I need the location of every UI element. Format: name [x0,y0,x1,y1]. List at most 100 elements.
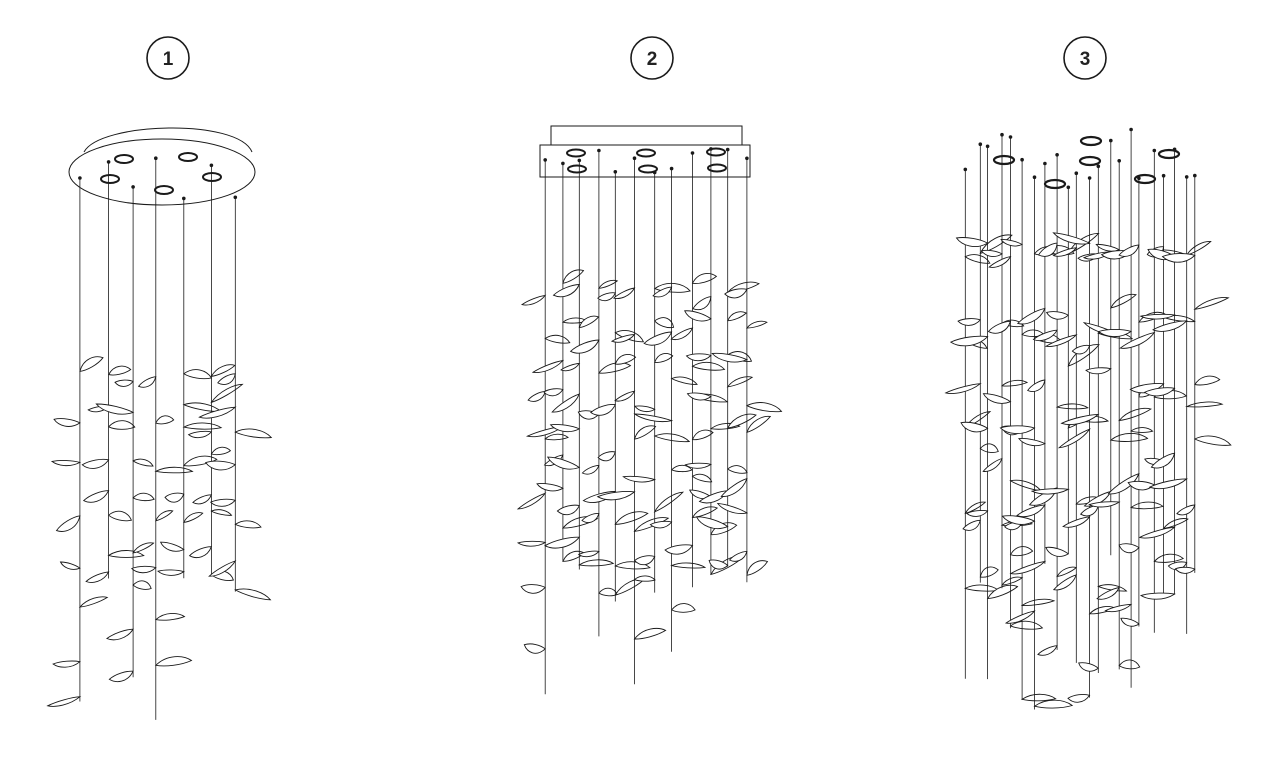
variant-1-leaf [198,406,237,419]
variant-2-leaf [614,390,636,402]
variant-2-group: 2 [516,36,783,695]
variant-1-leaf [132,542,155,554]
variant-3-leaf [1009,479,1042,492]
variant-1-wire-anchor [209,163,214,168]
variant-2-leaf [581,464,600,475]
variant-2-leaf [560,363,581,372]
variant-3-leaf [982,457,1003,472]
variant-1-pendant [81,160,145,583]
variant-1-leaf [130,565,157,574]
variant-2-leaf [685,353,712,362]
variant-2-pendants [516,147,783,695]
variant-3-wire-anchor [1129,127,1133,132]
variant-2-leaf [746,415,772,433]
variant-3-leaf [955,237,989,247]
variant-1-leaf [234,520,262,529]
variant-3-leaf [1193,435,1232,446]
variant-3-wire-anchor [1000,132,1004,137]
variant-1-leaf [182,369,213,380]
variant-1-leaf [50,459,82,467]
variant-3-wire-anchor [1117,159,1121,163]
variant-3-leaf [979,443,999,453]
variant-3-group: 3 [944,36,1232,710]
variant-1-leaf [108,670,134,683]
variant-2-leaf [691,473,713,483]
variant-3-leaf [1009,560,1047,575]
variant-2-leaf [670,464,693,473]
variant-1-leaf [154,613,186,621]
variant-2-leaf [569,339,600,354]
variant-3-leaf [1027,379,1046,392]
variant-1-leaf [210,383,244,404]
variant-2-leaf [716,502,749,514]
variant-2-leaf [726,465,748,474]
variant-1-leaf [82,490,110,503]
variant-3-leaf [1060,413,1100,425]
variant-2-wire-anchor [725,147,730,152]
variant-3-leaf [979,566,999,578]
variant-1-wire-anchor [131,185,135,189]
variant-1-pendant [130,156,194,720]
variant-3-number: 3 [1080,49,1091,70]
variant-2-leaf [670,376,698,385]
variant-2-pendant [596,156,670,685]
variant-1-leaf [95,403,135,415]
variant-3-leaf [1176,504,1196,516]
variant-2-leaf [692,296,712,311]
variant-2-leaf [612,287,636,299]
variant-2-leaf [691,273,718,284]
variant-1-leaf [132,580,152,590]
variant-2-leaf [726,413,757,429]
variant-3-leaf [1009,546,1034,557]
variant-2-leaf [686,392,712,401]
variant-1-leaf [210,364,236,377]
variant-3-leaf [1057,428,1091,449]
variant-3-leaf [962,519,981,531]
variant-3-leaf [1067,694,1091,703]
variant-2-leaf [708,559,729,570]
variant-2-leaf [597,292,616,302]
variant-2-leaf [523,643,546,654]
variant-2-leaf [520,294,547,306]
variant-3-leaf [1033,699,1074,709]
variant-3-leaf [987,320,1012,334]
variant-3-leaf [1055,403,1089,410]
variant-3-leaf [1185,241,1212,256]
variant-2-leaf [633,575,656,582]
variant-2-leaf [614,511,649,525]
variant-2-leaf [520,584,546,594]
variant-3-leaf [999,425,1036,434]
variant-1-leaf [210,509,233,516]
variant-3-leaf [960,421,989,433]
variant-3-leaf [1088,501,1121,508]
variant-3-leaf [1139,592,1176,600]
variant-3-leaf [1118,407,1152,422]
variant-3-wire-anchor [1184,175,1189,179]
variant-3-leaf [1130,427,1154,433]
variant-2-leaf [691,506,719,518]
variant-3-leaf [1045,311,1070,320]
variant-1-wire-anchor [106,160,111,164]
variant-1-leaf [155,510,174,522]
variant-3-leaf [1096,586,1120,600]
variant-2-pendant [544,158,615,570]
variant-1-pendants [46,156,273,720]
variant-3-leaf [1032,329,1058,342]
variant-3-leaf [1083,490,1112,507]
variant-2-leaf [745,320,768,329]
variant-3-leaf [1000,239,1024,247]
variant-3-leaf [1097,329,1133,338]
variant-2-leaf [614,354,637,365]
variant-1-socket-rings [100,152,222,195]
variant-2-leaf [720,477,748,497]
variant-2-wire-anchor [543,158,547,162]
variant-1-wire-anchor [154,156,158,160]
variant-3-pendants [944,127,1232,710]
variant-2-leaf [536,483,564,492]
variant-2-leaf [527,391,546,402]
variant-2-leaf [670,562,707,569]
variant-3-pendant [1009,161,1075,575]
variant-1-leaf [188,546,213,558]
variant-1-leaf [59,561,81,570]
variant-2-leaf [590,404,616,416]
